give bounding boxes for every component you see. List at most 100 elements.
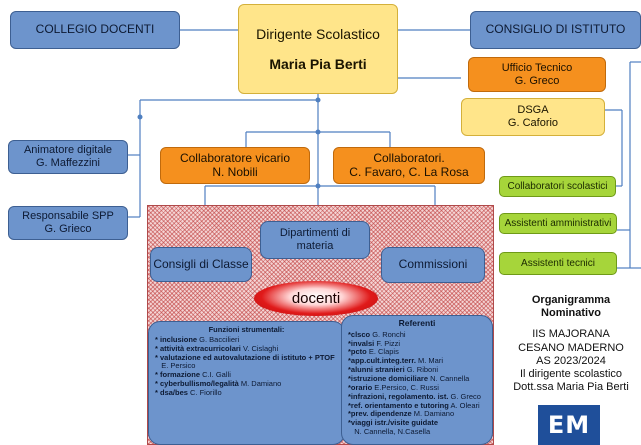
commissioni-label: Commissioni <box>398 257 468 272</box>
collaboratori-title: Collaboratori. <box>373 150 445 165</box>
referente-item: *ref. orientamento e tutoring A. Oleari <box>348 400 481 411</box>
referente-item-person: F. Pizzi <box>374 338 401 348</box>
collaboratori-name: C. Favaro, C. La Rosa <box>349 164 469 179</box>
animatore-title: Animatore digitale <box>23 144 113 157</box>
referente-item-person: G. Greco <box>448 391 481 401</box>
funzioni-strumentali-box: Funzioni strumentali: * inclusione G. Ba… <box>148 321 345 445</box>
referenti-list: *clsco G. Ronchi*invalsi F. Pizzi*pcto E… <box>348 329 481 437</box>
funzione-item-role: * formazione <box>155 370 201 380</box>
referente-item: N. Cannella, N.Casella <box>348 427 481 437</box>
referente-item-person: E. Clapis <box>366 347 399 357</box>
rspp-name: G. Grieco <box>44 223 92 235</box>
referente-item: *orario E.Persico, C. Russi <box>348 382 481 393</box>
dirigente-name: Maria Pia Berti <box>269 56 367 72</box>
collaboratore-vicario-title: Collaboratore vicario <box>179 150 291 165</box>
legend-line-5: Dott.ssa Maria Pia Berti <box>513 381 629 394</box>
consiglio-istituto-box: CONSIGLIO DI ISTITUTO <box>470 11 641 49</box>
school-logo: EM <box>538 405 600 445</box>
referenti-heading: Referenti <box>398 318 436 328</box>
ufficio-tecnico-title: Ufficio Tecnico <box>501 61 573 74</box>
referente-item-role: *viaggi istr./visite guidate <box>348 418 439 428</box>
dirigente-title: Dirigente Scolastico <box>256 25 380 42</box>
referente-item: *prev. dipendenze M. Damiano <box>348 409 481 419</box>
logo-text: EM <box>547 411 591 439</box>
assistenti-tecnici-box: Assistenti tecnici <box>499 252 617 275</box>
collaboratori-scolastici-label: Collaboratori scolastici <box>507 180 608 192</box>
consigli-classe-label: Consigli di Classe <box>153 256 249 271</box>
referente-item-role: *alunni stranieri <box>348 365 405 375</box>
funzione-item-person: E. Persico <box>155 361 196 371</box>
referente-item-person: N. Cannella, N.Casella <box>348 427 431 437</box>
referente-item-person: N. Cannella <box>428 373 470 383</box>
funzione-item-person: G. Baccilieri <box>197 334 240 344</box>
referente-item: *pcto E. Clapis <box>348 348 481 357</box>
funzione-item: * attività extracurricolari V. Cislaghi <box>155 343 335 354</box>
referente-item: *invalsi F. Pizzi <box>348 338 481 349</box>
referente-item-role: *infrazioni, regolamento. ist. <box>348 391 449 401</box>
funzione-item-person: C. Fiorillo <box>187 387 222 397</box>
funzione-item: * valutazione ed autovalutazione di isti… <box>155 352 335 363</box>
referente-item: *istruzione domiciliare N. Cannella <box>348 373 481 384</box>
animatore-digitale-box: Animatore digitale G. Maffezzini <box>8 140 128 174</box>
legend-line-3: AS 2023/2024 <box>536 354 606 367</box>
referente-item-role: *orario <box>348 382 373 392</box>
organigramma-legend: Organigramma Nominativo IIS MAJORANA CES… <box>501 294 641 394</box>
legend-line-1: IIS MAJORANA <box>532 328 610 341</box>
docenti-ellipse: docenti <box>254 281 378 316</box>
referente-item: *infrazioni, regolamento. ist. G. Greco <box>348 391 481 402</box>
referente-item-person: A. Oleari <box>448 400 480 410</box>
commissioni-box: Commissioni <box>381 247 485 283</box>
funzione-item: * dsa/bes C. Fiorillo <box>155 387 335 398</box>
referente-item-person: M. Damiano <box>411 409 455 419</box>
funzione-item-role: * cyberbullismo/legalità <box>155 379 239 389</box>
legend-title: Organigramma Nominativo <box>531 294 611 320</box>
dsga-box: DSGA G. Caforio <box>461 98 605 136</box>
collaboratori-scolastici-box: Collaboratori scolastici <box>499 176 616 197</box>
assistenti-tecnici-label: Assistenti tecnici <box>521 257 595 269</box>
referente-item: *app.cult.integ.terr. M. Mari <box>348 356 481 366</box>
referente-item-role: *ref. orientamento e tutoring <box>348 400 449 410</box>
collegio-docenti-box: COLLEGIO DOCENTI <box>10 11 180 49</box>
referente-item-person: M. Mari <box>415 356 444 366</box>
funzioni-list: * inclusione G. Baccilieri* attività ext… <box>155 334 335 398</box>
assistenti-amministrativi-label: Assistenti amministrativi <box>504 217 612 229</box>
referente-item-role: *pcto <box>348 347 367 357</box>
referente-item: *viaggi istr./visite guidate <box>348 418 481 428</box>
referente-item-person: E.Persico, C. Russi <box>372 382 439 392</box>
rspp-title: Responsabile SPP <box>22 210 114 223</box>
funzione-item-person: M. Damiano <box>238 379 282 389</box>
referente-item-role: *prev. dipendenze <box>348 409 412 419</box>
collaboratore-vicario-name: N. Nobili <box>212 164 258 179</box>
rspp-box: Responsabile SPP G. Grieco <box>8 206 128 240</box>
docenti-label: docenti <box>291 289 341 307</box>
funzione-item: * inclusione G. Baccilieri <box>155 334 335 345</box>
ufficio-tecnico-name: G. Greco <box>514 74 560 87</box>
funzione-item: * cyberbullismo/legalità M. Damiano <box>155 379 335 389</box>
assistenti-amministrativi-box: Assistenti amministrativi <box>499 213 617 234</box>
funzione-item-role: * inclusione <box>155 334 198 344</box>
referente-item: *alunni stranieri G. Riboni <box>348 365 481 375</box>
dsga-title: DSGA <box>517 104 549 117</box>
legend-line-2: CESANO MADERNO <box>518 341 624 354</box>
referente-item-role: *invalsi <box>348 338 375 348</box>
funzione-item-person: C.I. Galli <box>200 370 231 380</box>
funzione-item-role: * attività extracurricolari <box>155 343 241 353</box>
referenti-box: Referenti *clsco G. Ronchi*invalsi F. Pi… <box>341 315 493 445</box>
dsga-name: G. Caforio <box>507 117 559 129</box>
referente-item: *clsco G. Ronchi <box>348 329 481 340</box>
funzioni-heading: Funzioni strumentali: <box>208 325 285 334</box>
dipartimenti-label: Dipartimenti di materia <box>279 227 351 252</box>
referente-item-role: *clsco <box>348 329 371 339</box>
collaboratore-vicario-box: Collaboratore vicario N. Nobili <box>160 147 310 184</box>
collegio-docenti-label: COLLEGIO DOCENTI <box>35 22 155 37</box>
funzione-item: E. Persico <box>155 361 335 371</box>
funzione-item-role: * dsa/bes <box>155 387 188 397</box>
consiglio-istituto-label: CONSIGLIO DI ISTITUTO <box>485 22 626 37</box>
referente-item-role: *istruzione domiciliare <box>348 373 429 383</box>
legend-line-4: Il dirigente scolastico <box>519 367 623 380</box>
dirigente-box: Dirigente Scolastico Maria Pia Berti <box>238 4 398 94</box>
funzione-item-role: * valutazione ed autovalutazione di isti… <box>155 352 335 362</box>
collaboratori-box: Collaboratori. C. Favaro, C. La Rosa <box>333 147 485 184</box>
ufficio-tecnico-box: Ufficio Tecnico G. Greco <box>468 57 606 92</box>
referente-item-person: G. Ronchi <box>370 329 406 339</box>
